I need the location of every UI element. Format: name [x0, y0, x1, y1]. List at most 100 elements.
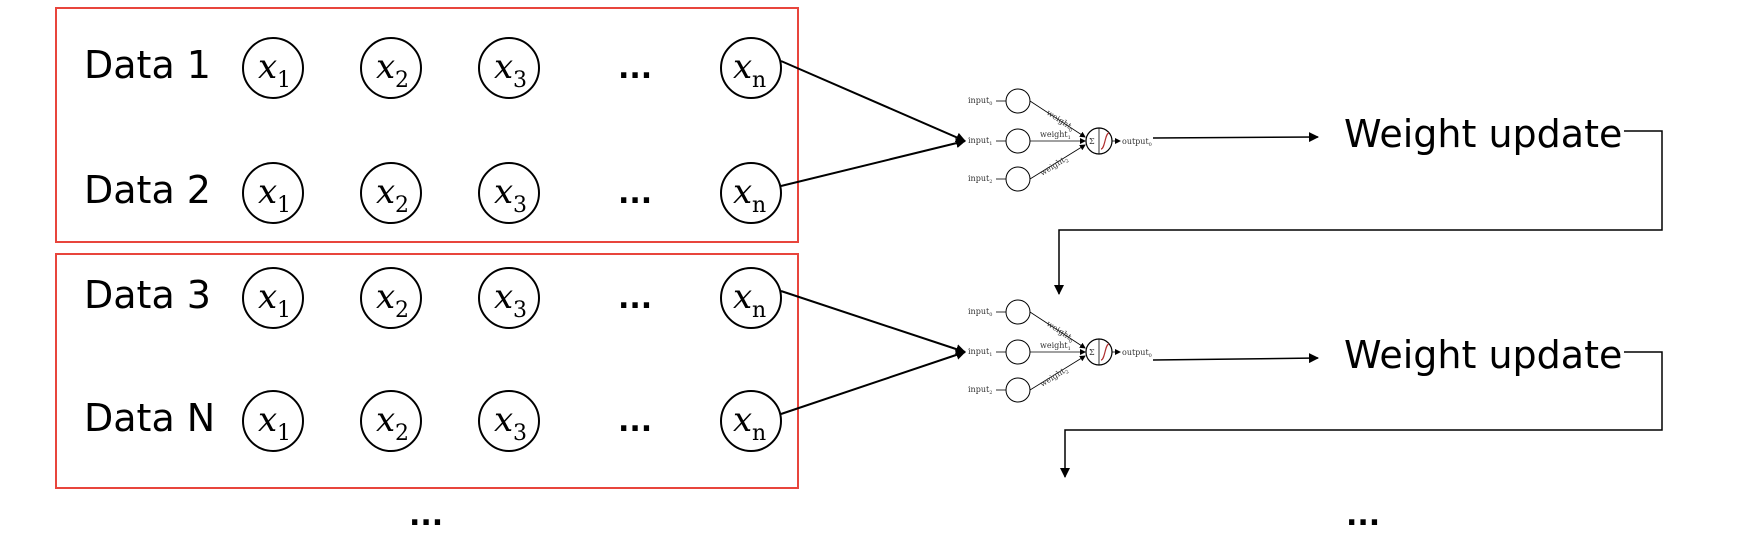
input-node-0 — [1005, 88, 1031, 114]
weight-2-label: weight2 — [1038, 365, 1070, 391]
feature-xn: x n — [720, 37, 782, 99]
arrow-batch-2-row-1-to-neuron-2 — [780, 290, 966, 354]
batch-2-row-2: Data N x 1 x 2 x 3 ... x n — [84, 390, 782, 452]
svg-text:2: 2 — [395, 421, 409, 446]
svg-text:3: 3 — [513, 298, 527, 323]
svg-text:x: x — [733, 277, 752, 317]
feature-xn: x n — [720, 162, 782, 224]
svg-text:3: 3 — [513, 421, 527, 446]
feature-x3: x 3 — [478, 267, 540, 329]
neuron-2: input0 input1 input2 weight0 weight1 wei… — [968, 299, 1152, 403]
output-label: output0 — [1122, 348, 1152, 359]
activation-curve — [1100, 343, 1110, 361]
more-batches-ellipsis: ... — [409, 498, 443, 533]
input-0-label: input0 — [968, 307, 992, 318]
feature-x1: x 1 — [242, 162, 304, 224]
svg-text:x: x — [494, 172, 513, 212]
row-label: Data 2 — [84, 168, 211, 212]
feature-ellipsis: ... — [618, 51, 652, 86]
feature-ellipsis: ... — [618, 404, 652, 439]
input-node-0 — [1005, 299, 1031, 325]
batch-2-row-1: Data 3 x 1 x 2 x 3 ... x n — [84, 267, 782, 329]
batch-1-row-1: Data 1 x 1 x 2 x 3 ... x n — [84, 37, 782, 99]
svg-text:n: n — [752, 68, 766, 93]
svg-text:n: n — [752, 421, 766, 446]
weight-2-label: weight2 — [1038, 154, 1070, 180]
sum-symbol: Σ — [1089, 348, 1095, 357]
batch-2-border — [55, 253, 799, 489]
svg-text:1: 1 — [277, 421, 291, 446]
svg-text:2: 2 — [395, 193, 409, 218]
svg-text:1: 1 — [277, 68, 291, 93]
svg-text:x: x — [376, 172, 395, 212]
feature-x3: x 3 — [478, 390, 540, 452]
svg-text:x: x — [258, 172, 277, 212]
feature-x2: x 2 — [360, 267, 422, 329]
feature-x2: x 2 — [360, 162, 422, 224]
input-node-1 — [1005, 128, 1031, 154]
svg-text:n: n — [752, 298, 766, 323]
input-node-2 — [1005, 377, 1031, 403]
input-0-label: input0 — [968, 96, 992, 107]
svg-text:x: x — [376, 277, 395, 317]
svg-text:x: x — [494, 47, 513, 87]
weight-1-label: weight1 — [1040, 341, 1071, 352]
arrow-neuron-2-to-update-2 — [1152, 353, 1319, 364]
svg-text:x: x — [733, 400, 752, 440]
weight-update-1-label: Weight update — [1344, 112, 1622, 156]
svg-text:3: 3 — [513, 193, 527, 218]
feature-ellipsis: ... — [618, 176, 652, 211]
weight-update-2-label: Weight update — [1344, 333, 1622, 377]
input-2-label: input2 — [968, 174, 992, 185]
feature-x1: x 1 — [242, 390, 304, 452]
weight-1-label: weight1 — [1040, 130, 1071, 141]
svg-text:x: x — [376, 47, 395, 87]
more-updates-ellipsis: ... — [1346, 498, 1380, 533]
sum-symbol: Σ — [1089, 137, 1095, 146]
row-label: Data 1 — [84, 43, 211, 87]
svg-text:1: 1 — [277, 298, 291, 323]
svg-text:x: x — [258, 47, 277, 87]
svg-text:x: x — [376, 400, 395, 440]
svg-text:n: n — [752, 193, 766, 218]
svg-text:x: x — [258, 400, 277, 440]
feature-x1: x 1 — [242, 267, 304, 329]
svg-text:x: x — [258, 277, 277, 317]
neuron-1: input0 input1 input2 weight0 weight1 wei… — [968, 88, 1152, 192]
feature-x3: x 3 — [478, 162, 540, 224]
svg-text:2: 2 — [395, 68, 409, 93]
feature-x2: x 2 — [360, 37, 422, 99]
arrow-batch-1-row-1-to-neuron-1 — [780, 60, 966, 142]
row-label: Data 3 — [84, 273, 211, 317]
feature-x1: x 1 — [242, 37, 304, 99]
svg-text:x: x — [733, 172, 752, 212]
svg-text:2: 2 — [395, 298, 409, 323]
batch-1-row-2: Data 2 x 1 x 2 x 3 ... x n — [84, 162, 782, 224]
arrow-batch-2-row-2-to-neuron-2 — [780, 350, 966, 415]
svg-text:x: x — [733, 47, 752, 87]
feature-ellipsis: ... — [618, 281, 652, 316]
feature-xn: x n — [720, 267, 782, 329]
output-label: output0 — [1122, 137, 1152, 148]
feature-x2: x 2 — [360, 390, 422, 452]
arrow-batch-1-row-2-to-neuron-1 — [780, 138, 966, 187]
svg-text:3: 3 — [513, 68, 527, 93]
arrow-neuron-1-to-update-1 — [1152, 132, 1319, 143]
feedback-arrow-1 — [1054, 130, 1663, 295]
input-node-1 — [1005, 339, 1031, 365]
input-1-label: input1 — [968, 347, 992, 358]
svg-text:1: 1 — [277, 193, 291, 218]
svg-text:x: x — [494, 400, 513, 440]
batch-1-border — [55, 7, 799, 243]
feature-xn: x n — [720, 390, 782, 452]
feedback-arrow-2 — [1060, 351, 1663, 478]
input-2-label: input2 — [968, 385, 992, 396]
feature-x3: x 3 — [478, 37, 540, 99]
batch-2: Data 3 x 1 x 2 x 3 ... x n — [55, 253, 799, 489]
input-1-label: input1 — [968, 136, 992, 147]
batch-1: Data 1 x 1 x 2 x 3 ... x n — [55, 7, 799, 243]
input-node-2 — [1005, 166, 1031, 192]
row-label: Data N — [84, 396, 215, 440]
